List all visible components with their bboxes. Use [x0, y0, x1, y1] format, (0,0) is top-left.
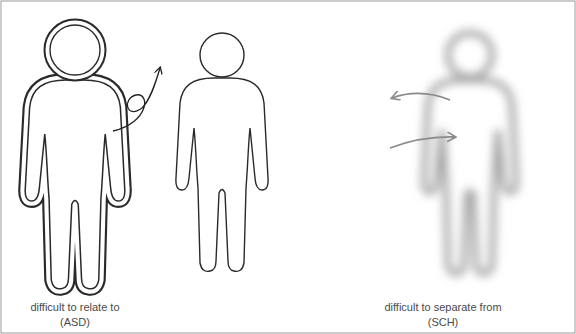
exchange-arrow — [390, 137, 455, 148]
plain-figure — [176, 33, 268, 271]
bounded-figure — [25, 25, 125, 289]
figure-caption: difficult to relate to — [0, 300, 165, 314]
blurred-figure — [424, 33, 516, 273]
exchange-arrow — [392, 93, 450, 100]
figure-caption: difficult to separate from — [353, 300, 533, 314]
figure-caption: (ASD) — [0, 315, 165, 329]
loop-arrow — [113, 68, 160, 131]
figure-caption: (SCH) — [353, 315, 533, 329]
